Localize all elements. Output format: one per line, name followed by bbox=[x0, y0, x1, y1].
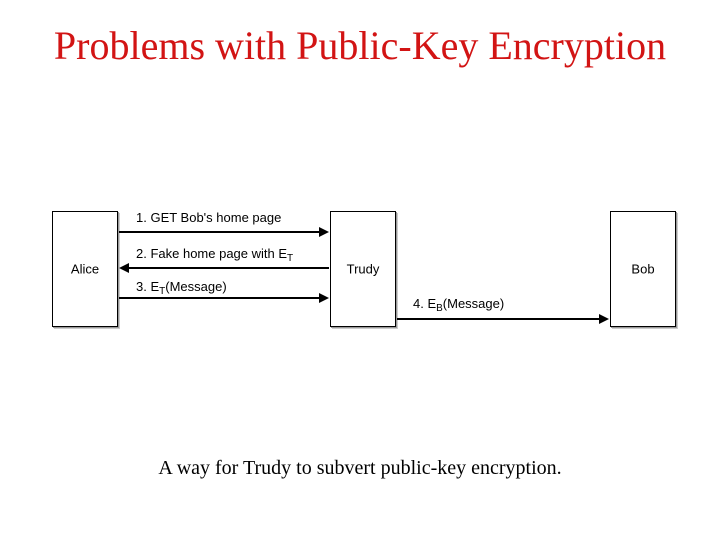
message-3-prefix: 3. E bbox=[136, 279, 160, 294]
message-3-arrow bbox=[119, 293, 329, 303]
message-2-label: 2. Fake home page with ET bbox=[136, 246, 293, 264]
message-4-label: 4. EB(Message) bbox=[413, 296, 504, 314]
message-2-subscript: T bbox=[287, 253, 294, 264]
alice-box: Alice bbox=[52, 211, 118, 327]
alice-label: Alice bbox=[70, 261, 100, 277]
message-1-label: 1. GET Bob's home page bbox=[136, 210, 281, 225]
message-1-arrow bbox=[119, 227, 329, 237]
message-3-suffix: (Message) bbox=[165, 279, 227, 294]
message-4-subscript: B bbox=[436, 303, 443, 314]
trudy-label: Trudy bbox=[346, 261, 380, 277]
message-4-suffix: (Message) bbox=[442, 296, 505, 311]
message-3-subscript: T bbox=[159, 286, 166, 297]
message-4-prefix: 4. E bbox=[413, 296, 437, 311]
message-2-arrow bbox=[119, 263, 329, 273]
trudy-box: Trudy bbox=[330, 211, 396, 327]
message-3-label: 3. ET(Message) bbox=[136, 279, 227, 297]
slide-title: Problems with Public-Key Encryption bbox=[53, 23, 667, 68]
bob-box: Bob bbox=[610, 211, 676, 327]
message-2-text: 2. Fake home page with E bbox=[136, 246, 288, 261]
figure-caption: A way for Trudy to subvert public-key en… bbox=[158, 457, 562, 479]
message-1-text: 1. GET Bob's home page bbox=[136, 210, 282, 225]
message-4-arrow bbox=[397, 314, 609, 324]
bob-label: Bob bbox=[631, 261, 655, 277]
